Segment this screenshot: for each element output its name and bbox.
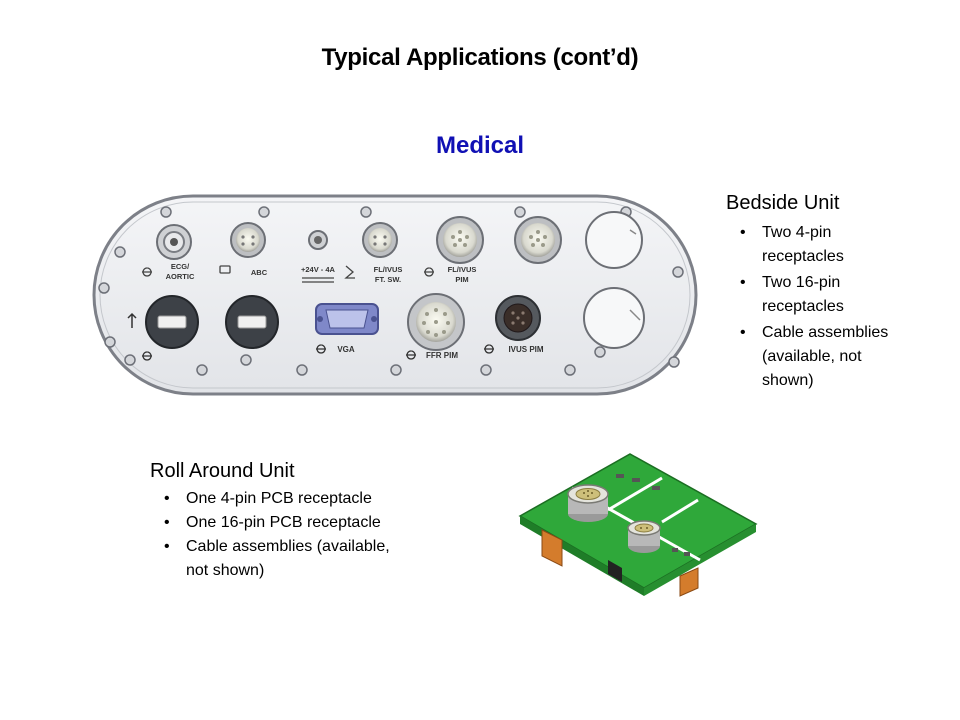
bedside-bullet: Two 4-pin receptacles [726, 221, 902, 269]
bedside-unit-bullets: Two 4-pin receptacles Two 16-pin recepta… [726, 221, 956, 393]
aortic-label: AORTIC [166, 272, 195, 281]
ecg-label: ECG/ [171, 262, 190, 271]
pcb-16-pin-receptacle [567, 484, 609, 522]
ft-sw-label: FT. SW. [375, 275, 401, 284]
usb-port-2 [225, 295, 279, 349]
power-label: +24V - 4A [301, 265, 336, 274]
fl-ivus-label: FL/IVUS [374, 265, 403, 274]
fl-ivus-pim-label: FL/IVUS [448, 265, 477, 274]
ecg-aortic-connector [156, 224, 192, 260]
second-16-pin-connector [514, 216, 562, 264]
ivus-pim-label: IVUS PIM [508, 345, 543, 354]
bedside-unit-title: Bedside Unit [726, 192, 840, 214]
roll-around-pcb-image [518, 453, 758, 597]
usb-port-1 [145, 295, 199, 349]
bedside-unit-panel-image: ECG/ AORTIC ABC +24V - 4A FL/IVUS FT. SW… [92, 194, 698, 396]
power-connector [308, 230, 328, 250]
ffr-pim-label: FFR PIM [426, 351, 458, 360]
ffr-pim-connector [407, 293, 465, 351]
roll-around-bullet: One 4-pin PCB receptacle [150, 487, 490, 511]
section-title: Medical [435, 132, 525, 159]
vga-label: VGA [337, 345, 355, 354]
pim-label: PIM [455, 275, 468, 284]
panel-screws [98, 206, 684, 376]
fl-ivus-ft-sw-connector [362, 222, 398, 258]
slide-title: Typical Applications (cont’d) [321, 44, 639, 71]
roll-around-bullet: Cable assemblies (available, not shown) [150, 535, 396, 583]
bedside-bullet: Two 16-pin receptacles [726, 271, 902, 319]
roll-around-unit-block: Roll Around Unit One 4-pin PCB receptacl… [150, 460, 490, 583]
roll-around-bullet: One 16-pin PCB receptacle [150, 511, 490, 535]
roll-around-unit-title: Roll Around Unit [150, 460, 295, 482]
vga-port [315, 303, 379, 335]
bedside-unit-block: Bedside Unit Two 4-pin receptacles Two 1… [726, 192, 956, 395]
bedside-bullet: Cable assemblies (available, not shown) [726, 321, 902, 393]
roll-around-unit-bullets: One 4-pin PCB receptacle One 16-pin PCB … [150, 487, 490, 583]
abc-connector [230, 222, 266, 258]
ivus-pim-connector [495, 295, 541, 341]
blank-cutouts [583, 211, 645, 349]
pcb-4-pin-receptacle [627, 520, 661, 553]
abc-label: ABC [251, 268, 268, 277]
fl-ivus-pim-connector [436, 216, 484, 264]
usb-icon [127, 312, 137, 328]
